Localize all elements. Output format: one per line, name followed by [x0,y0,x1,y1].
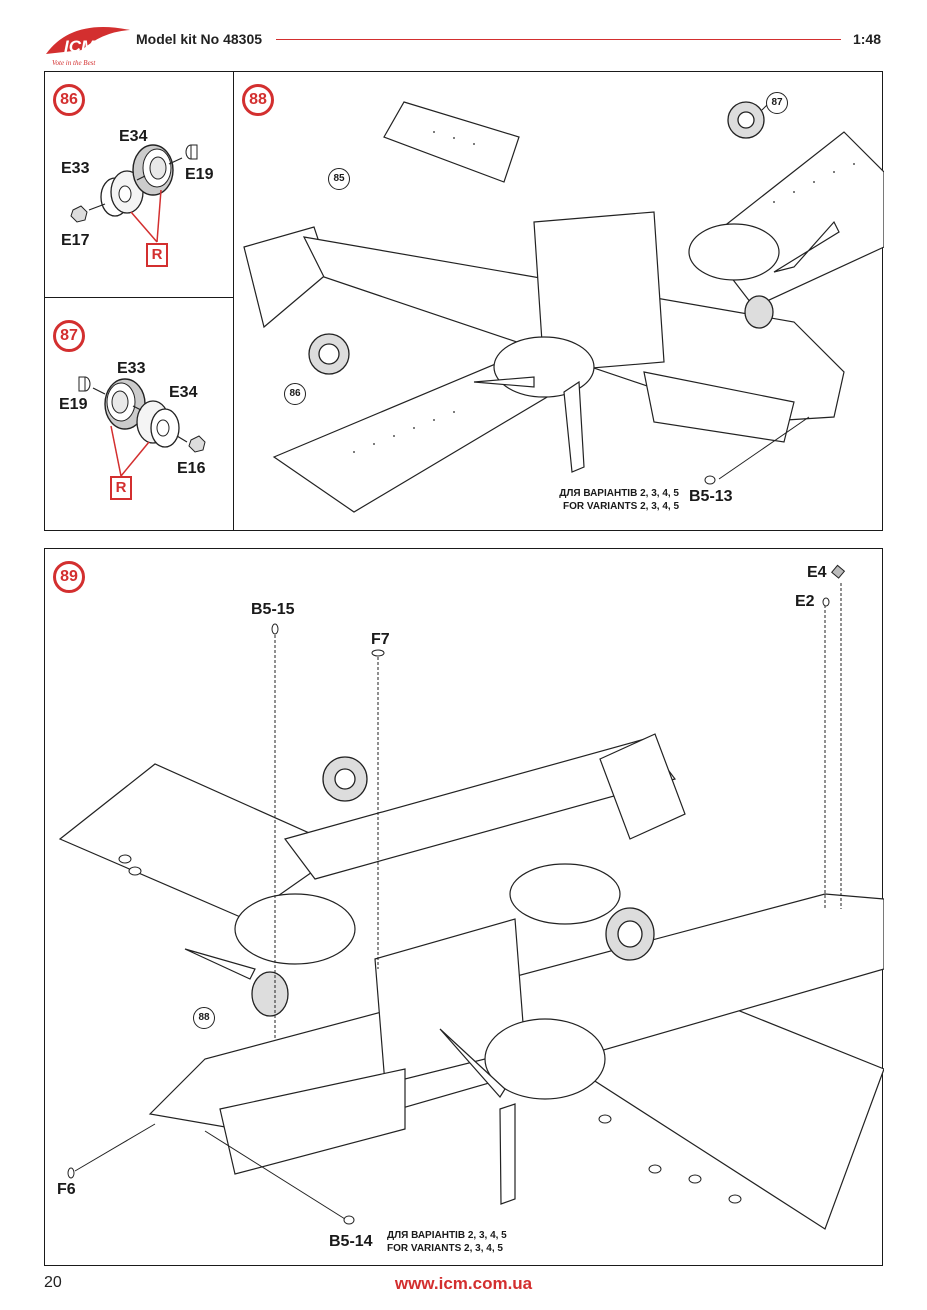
part-e2-label: E2 [795,593,815,610]
part-b5-15-label: B5-15 [251,601,295,618]
step-86-r-marker: R [146,243,168,267]
step-87-number: 87 [53,320,85,352]
part-e16-label: E16 [177,460,206,477]
part-b5-14-label: B5-14 [329,1233,373,1250]
part-e34-label: E34 [169,384,198,401]
icm-logo: ICM Vote in the Best [42,24,134,68]
step-87-wheel-drawing [78,376,206,477]
part-e19-label: E19 [59,396,88,413]
variants-note: ДЛЯ ВАРІАНТІВ 2, 3, 4, 5 FOR VARIANTS 2,… [387,1229,527,1255]
step-88-number: 88 [242,84,274,116]
kit-number: Model kit No 48305 [136,31,263,47]
variants-note-ua: ДЛЯ ВАРІАНТІВ 2, 3, 4, 5 [559,488,679,499]
website-link[interactable]: www.icm.com.ua [394,1274,533,1293]
step-86-wheel-drawing [70,144,198,243]
step-86-number: 86 [53,84,85,116]
part-f6-label: F6 [57,1181,76,1198]
ref-step-86: 86 [284,383,306,405]
page-number: 20 [44,1274,62,1291]
variants-note-en: FOR VARIANTS 2, 3, 4, 5 [563,501,679,512]
scale-label: 1:48 [852,31,881,47]
step-89-panel: 89 [44,548,884,1266]
step-87-r-marker: R [110,476,132,500]
logo-tagline: Vote in the Best [52,59,96,67]
part-f7-label: F7 [371,631,390,648]
ref-step-85: 85 [328,168,350,190]
step-89-aircraft-drawing [58,564,884,1230]
step-88-panel: 88 [233,71,884,531]
step-86-panel: 86 E34 E33 E19 E17 R [44,71,234,298]
variants-note-en: FOR VARIANTS 2, 3, 4, 5 [387,1243,503,1254]
ref-step-88: 88 [193,1007,215,1029]
part-e4-label: E4 [807,564,827,581]
part-e17-label: E17 [61,232,90,249]
step-88-aircraft-drawing [243,101,884,513]
header-rule [276,39,841,40]
part-e19-label: E19 [185,166,214,183]
part-e33-label: E33 [61,160,90,177]
step-89-number: 89 [53,561,85,593]
part-b5-13-label: B5-13 [689,488,733,505]
step-87-panel: 87 E33 E19 E34 E16 R [44,297,234,531]
part-e34-label: E34 [119,128,148,145]
variants-note: ДЛЯ ВАРІАНТІВ 2, 3, 4, 5 FOR VARIANTS 2,… [534,487,679,513]
logo-text: ICM [64,37,96,56]
variants-note-ua: ДЛЯ ВАРІАНТІВ 2, 3, 4, 5 [387,1230,507,1241]
ref-step-87: 87 [766,92,788,114]
part-e33-label: E33 [117,360,146,377]
